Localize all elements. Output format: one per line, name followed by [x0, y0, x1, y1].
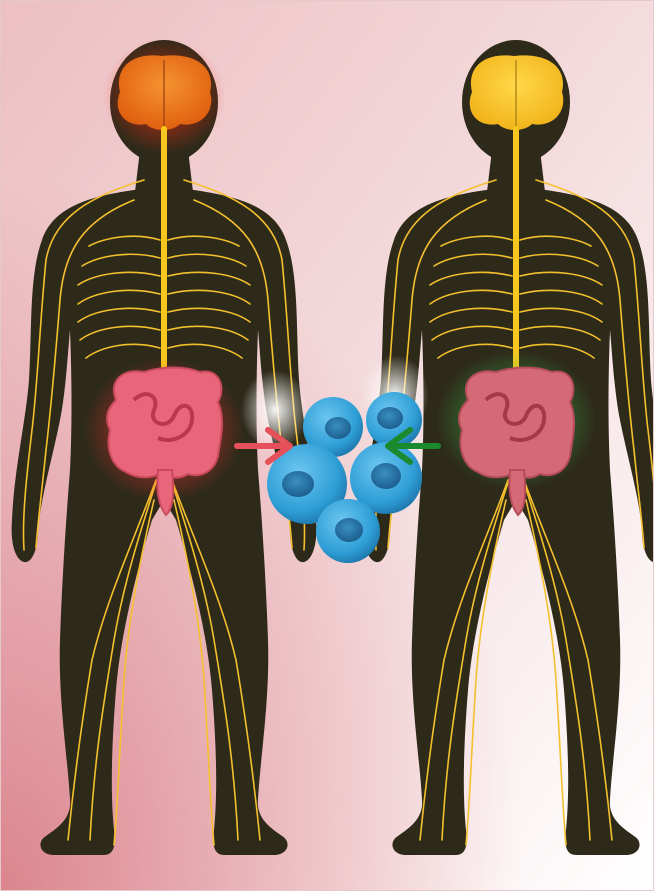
- immune-cell: [316, 499, 380, 563]
